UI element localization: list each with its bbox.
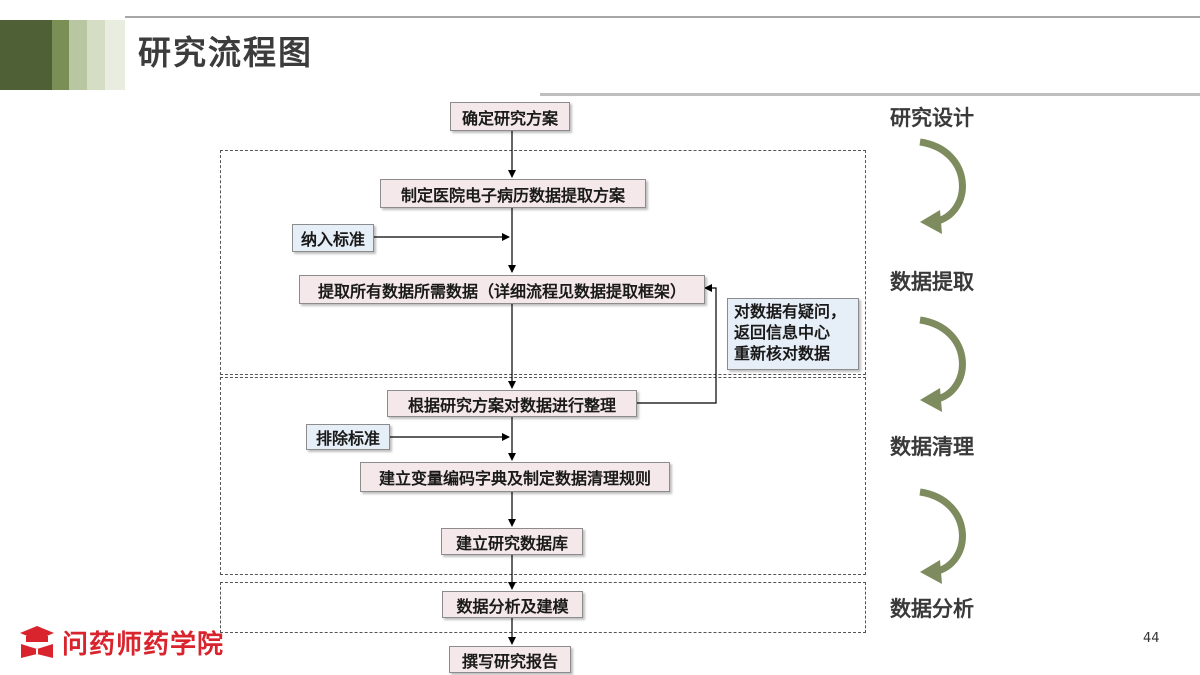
stage-data-analysis: 数据分析	[890, 597, 974, 621]
extraction-region	[220, 150, 866, 375]
curved-arrow-icon	[919, 316, 966, 412]
curved-arrow-icon	[919, 138, 966, 234]
header-stripe	[0, 20, 52, 90]
step-coding-dictionary: 建立变量编码字典及制定数据清理规则	[360, 462, 670, 492]
feedback-loop-arrow	[637, 284, 717, 404]
header-bottom-line	[540, 93, 1200, 96]
feedback-line: 重新核对数据	[734, 344, 831, 363]
graduation-book-icon	[20, 626, 54, 658]
header-stripe	[69, 20, 87, 90]
step-extraction-plan: 制定医院电子病历数据提取方案	[380, 179, 646, 208]
header-stripe	[52, 20, 69, 90]
stage-research-design: 研究设计	[890, 106, 974, 130]
stage-data-cleaning: 数据清理	[890, 435, 974, 459]
step-analysis-modeling: 数据分析及建模	[442, 591, 583, 618]
stage-data-extraction: 数据提取	[890, 270, 974, 294]
step-organize-data: 根据研究方案对数据进行整理	[387, 390, 637, 417]
feedback-line: 对数据有疑问，	[734, 302, 847, 321]
feedback-line: 返回信息中心	[734, 323, 831, 342]
page-number: 44	[1143, 631, 1160, 646]
curved-arrow-icon	[919, 488, 966, 584]
exclusion-criteria: 排除标准	[306, 424, 390, 450]
analysis-region	[220, 582, 866, 633]
step-extract-data: 提取所有数据所需数据（详细流程见数据提取框架）	[299, 275, 705, 304]
feedback-note: 对数据有疑问， 返回信息中心 重新核对数据	[727, 298, 859, 370]
step-determine-plan: 确定研究方案	[450, 102, 570, 131]
inclusion-criteria: 纳入标准	[292, 224, 374, 252]
cleaning-region	[220, 377, 866, 575]
step-write-report: 撰写研究报告	[449, 646, 571, 673]
page-title: 研究流程图	[138, 33, 313, 72]
header-stripe	[105, 20, 125, 90]
header-top-line	[125, 16, 1200, 18]
step-build-database: 建立研究数据库	[441, 528, 583, 555]
brand-logo-text: 问药师药学院	[62, 630, 225, 660]
header-stripe	[87, 20, 105, 90]
